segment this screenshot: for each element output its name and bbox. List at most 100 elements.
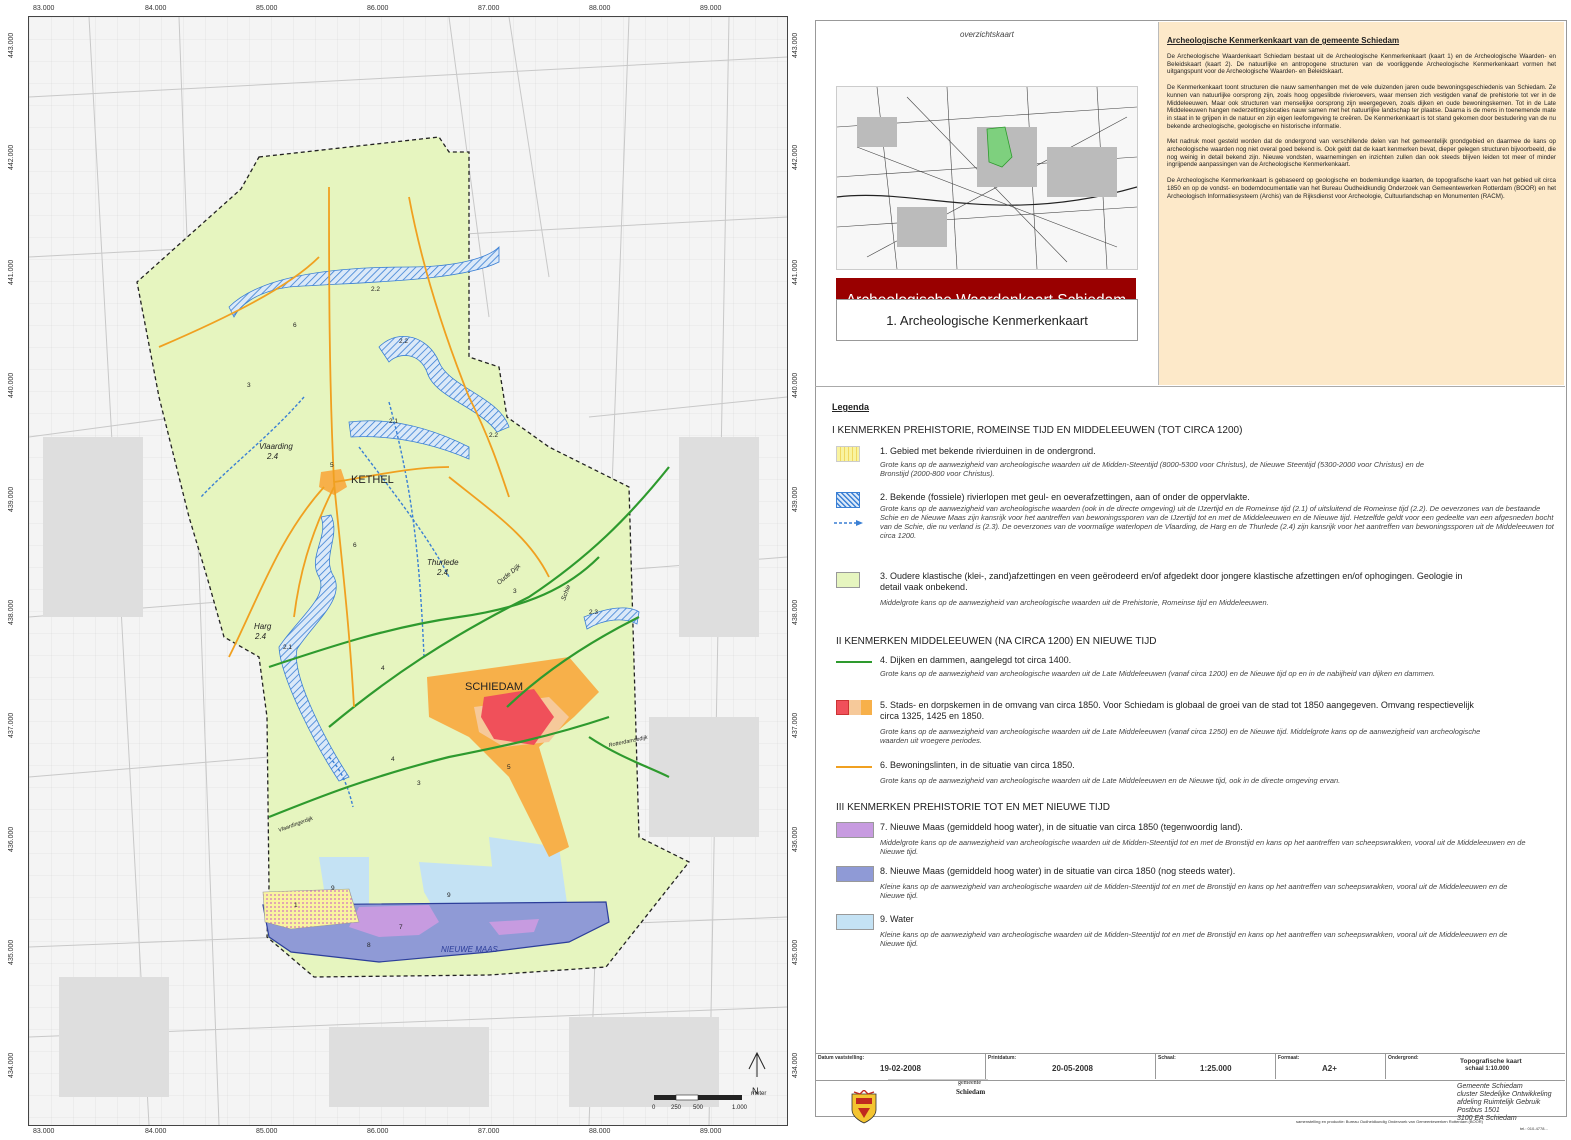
overview-highlight: [986, 126, 1013, 168]
logo-rule: [888, 1079, 988, 1080]
coord-right-434: 434.000: [792, 1052, 799, 1078]
nieuwe-maas-7: [349, 905, 439, 937]
overview-map[interactable]: [836, 86, 1138, 270]
coord-bottom-89: 89.000: [700, 1128, 722, 1135]
coord-right-441: 441.000: [792, 259, 799, 285]
legend-section-2: II KENMERKEN MIDDELEEUWEN (NA CIRCA 1200…: [836, 636, 1157, 647]
zone-3-c: 3: [417, 780, 421, 787]
coord-bottom-83: 83.000: [33, 1128, 55, 1135]
zone-7: 7: [399, 924, 403, 931]
scale-bar: 0 250 500 1.000 meter: [652, 1091, 766, 1111]
zone-2-1-a: 2.1: [389, 418, 398, 425]
legend-section-3: III KENMERKEN PREHISTORIE TOT EN MET NIE…: [836, 802, 1110, 813]
swatch-9: [836, 914, 874, 930]
coord-bottom-88: 88.000: [589, 1128, 611, 1135]
coord-right-436: 436.000: [792, 826, 799, 852]
legend-item-1-title: 1. Gebied met bekende rivierduinen in de…: [880, 446, 1096, 456]
legend-item-6-title: 6. Bewoningslinten, in de situatie van c…: [880, 760, 1075, 770]
label-schiedam: SCHIEDAM: [465, 681, 523, 693]
label-thurlede-num: 2.4: [436, 568, 449, 577]
footer-credit: samenstelling en productie: Bureau Oudhe…: [1296, 1119, 1483, 1124]
swatch-2-hatched: [836, 492, 860, 508]
north-label: N: [752, 1086, 759, 1096]
label-vlaarding: Vlaarding: [259, 442, 293, 451]
coord-right-442: 442.000: [792, 144, 799, 170]
description-p1: De Archeologische Waardenkaart Schiedam …: [1167, 53, 1556, 76]
coord-left-440: 440.000: [8, 372, 15, 398]
meta-div-1: [985, 1053, 986, 1079]
background-blocks: [43, 437, 759, 1107]
coord-left-443: 443.000: [8, 32, 15, 58]
zone-8: 8: [367, 942, 371, 949]
zone-5-b: 5: [507, 764, 511, 771]
scale-label-250: 250: [671, 1105, 682, 1111]
legend-item-9-desc: Kleine kans op de aanwezigheid van arche…: [880, 930, 1508, 948]
zone-9-b: 9: [447, 892, 451, 899]
legend-section-1: I KENMERKEN PREHISTORIE, ROMEINSE TIJD E…: [832, 425, 1243, 436]
zone-2-3: 2.3: [589, 609, 598, 616]
coord-bottom-85: 85.000: [256, 1128, 278, 1135]
swatch-5: [836, 700, 872, 715]
schiedam-coat-of-arms-icon: [850, 1089, 878, 1124]
footer-tel: tel.: 010-4778...: [1520, 1126, 1548, 1131]
zone-5-a: 5: [330, 462, 334, 469]
coord-top-86: 86.000: [367, 5, 389, 12]
map-canvas[interactable]: KETHEL SCHIEDAM NIEUWE MAAS Vlaarding 2.…: [29, 17, 787, 1125]
map-frame[interactable]: KETHEL SCHIEDAM NIEUWE MAAS Vlaarding 2.…: [28, 16, 788, 1126]
description-p3: Met nadruk moet gesteld worden dat de on…: [1167, 138, 1556, 169]
zone-2-2-a: 2.2: [371, 286, 380, 293]
meta-scale: 1:25.000: [1200, 1064, 1232, 1073]
label-harg-num: 2.4: [254, 632, 267, 641]
scale-unit: meter: [751, 1091, 766, 1097]
coord-bottom-87: 87.000: [478, 1128, 500, 1135]
stream-2-1-west: [278, 514, 350, 782]
stream-2-3: [583, 607, 640, 630]
zone-2-2-b: 2.2: [399, 338, 408, 345]
zone-2-2-c: 2.2: [489, 432, 498, 439]
meta-print: 20-05-2008: [1052, 1064, 1093, 1073]
legend-item-4-title: 4. Dijken en dammen, aangelegd tot circa…: [880, 655, 1072, 665]
zone-6-b: 6: [353, 542, 357, 549]
description-panel: Archeologische Kenmerkenkaart van de gem…: [1158, 22, 1564, 385]
coord-right-435: 435.000: [792, 939, 799, 965]
coord-bottom-84: 84.000: [145, 1128, 167, 1135]
zone-2-1-b: 2.1: [283, 644, 292, 651]
meta-label-format: Formaat:: [1278, 1055, 1300, 1061]
coord-left-434: 434.000: [8, 1052, 15, 1078]
coord-right-440: 440.000: [792, 372, 799, 398]
zone-9-a: 9: [331, 885, 335, 892]
zone-6-a: 6: [293, 322, 297, 329]
legend-item-2-title: 2. Bekende (fossiele) rivierlopen met ge…: [880, 492, 1250, 502]
scale-label-0: 0: [652, 1105, 656, 1111]
dikes-4: [268, 466, 670, 819]
right-panel-frame: [815, 20, 1567, 1117]
coord-left-441: 441.000: [8, 259, 15, 285]
meta-date: 19-02-2008: [880, 1064, 921, 1073]
legend-item-5-title: 5. Stads- en dorpskemen in de omvang van…: [880, 700, 1474, 721]
coord-right-437: 437.000: [792, 712, 799, 738]
org-address-2: cluster Stedelijke Ontwikkeling: [1457, 1091, 1552, 1098]
coord-top-83: 83.000: [33, 5, 55, 12]
logo-text-1: gemeente: [958, 1080, 981, 1086]
meta-label-date: Datum vaststelling:: [818, 1055, 865, 1061]
zone-3-a: 3: [247, 382, 251, 389]
swatch-4-line: [836, 661, 872, 663]
streams-2-4: [200, 396, 450, 808]
swatch-3: [836, 572, 860, 588]
org-address-4: Postbus 1501: [1457, 1107, 1500, 1114]
legend-item-2-desc: Grote kans op de aanwezigheid van archeo…: [880, 504, 1554, 540]
coord-top-87: 87.000: [478, 5, 500, 12]
coord-left-442: 442.000: [8, 144, 15, 170]
scale-label-1000: 1.000: [732, 1105, 748, 1111]
ribbons-6: [158, 186, 550, 708]
legend-item-9-title: 9. Water: [880, 914, 914, 924]
meta-format: A2+: [1322, 1064, 1337, 1073]
label-nieuwe-maas: NIEUWE MAAS: [441, 945, 499, 954]
panel-divider: [815, 386, 1565, 387]
label-vlaarding-num: 2.4: [266, 452, 279, 461]
swatch-6-line: [836, 766, 872, 768]
meta-label-print: Printdatum:: [988, 1055, 1017, 1061]
legend-heading: Legenda: [832, 402, 870, 412]
zone-numbers: 2.2 2.2 2.2 2.1 2.1 2.3 3 3 3 6 6 5 5 4 …: [247, 286, 598, 949]
description-heading: Archeologische Kenmerkenkaart van de gem…: [1167, 36, 1400, 45]
